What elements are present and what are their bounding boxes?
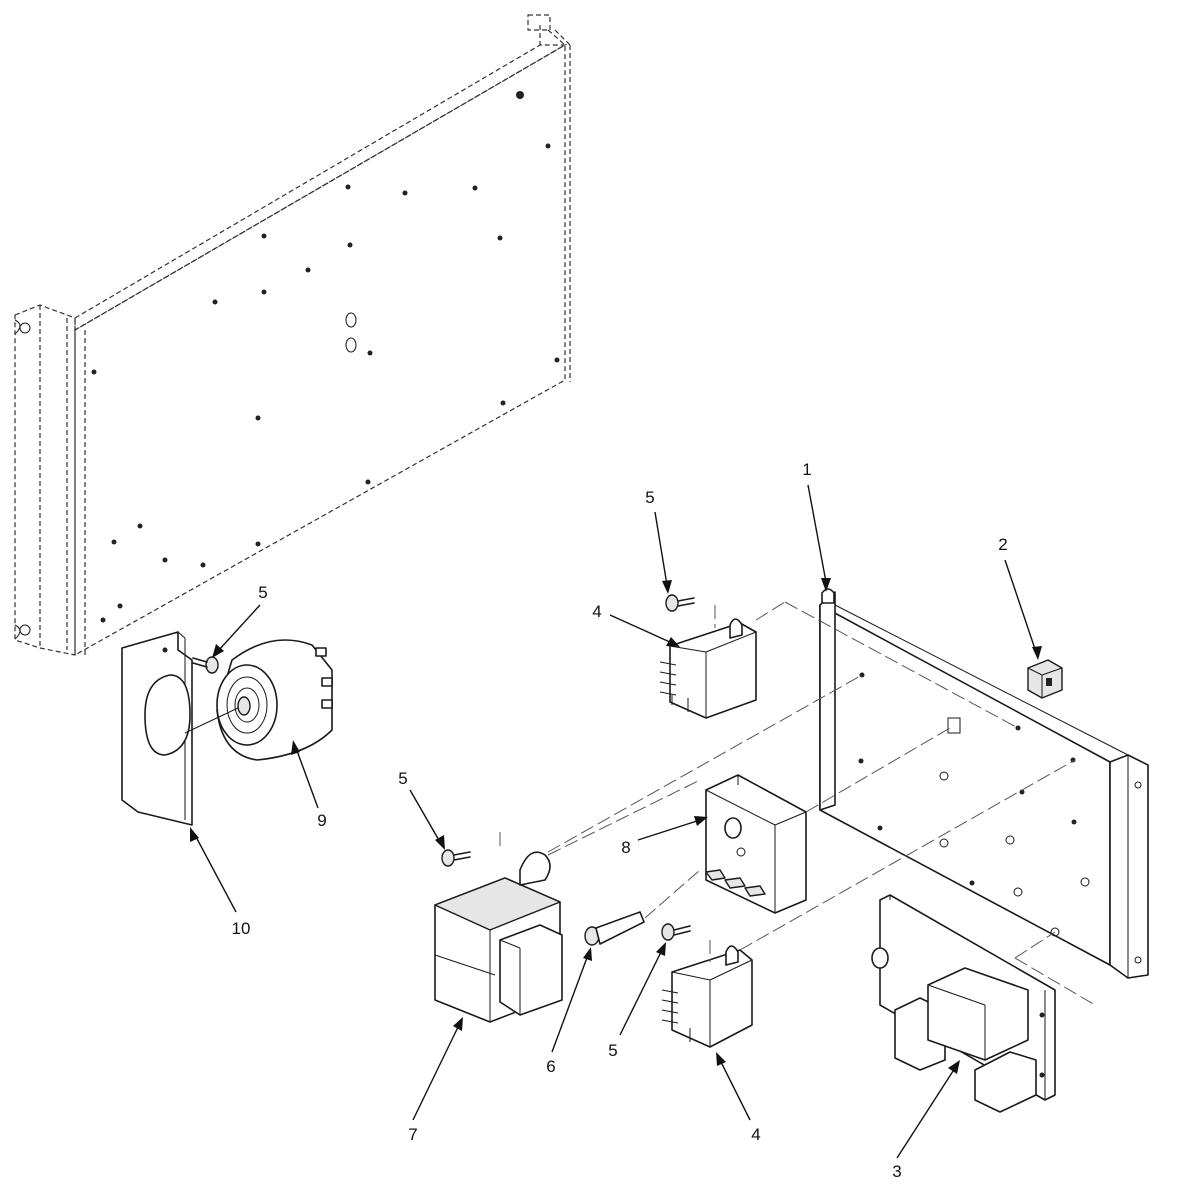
callout-10: 10 — [232, 919, 251, 938]
callout-9: 9 — [317, 811, 326, 830]
callout-5-lower: 5 — [608, 1041, 617, 1060]
control-board — [547, 674, 951, 914]
callout-2: 2 — [998, 535, 1007, 554]
screw-transformer — [441, 832, 501, 867]
terminal-clip — [1027, 659, 1063, 699]
callout-labels: 1 2 5 4 5 9 10 5 8 7 6 5 4 3 — [232, 460, 1008, 1181]
callout-7: 7 — [408, 1125, 417, 1144]
screw-switch — [192, 656, 219, 674]
screw-upper — [665, 594, 695, 612]
transformer — [434, 779, 701, 1023]
relay-lower — [661, 759, 1076, 1048]
rotary-switch — [184, 639, 333, 761]
switch-bracket — [121, 631, 193, 826]
standoff — [584, 869, 701, 946]
callout-4-upper: 4 — [592, 602, 601, 621]
callout-5-upper: 5 — [645, 488, 654, 507]
callout-arrows — [190, 484, 1042, 1159]
callout-6: 6 — [546, 1057, 555, 1076]
callout-5-transformer: 5 — [398, 769, 407, 788]
relay-upper — [659, 601, 1019, 729]
callout-1: 1 — [802, 460, 811, 479]
callout-5-switch: 5 — [258, 583, 267, 602]
screw-lower — [661, 923, 691, 941]
panel-holes — [91, 91, 560, 623]
back-panel — [14, 14, 571, 657]
callout-4-lower: 4 — [751, 1125, 760, 1144]
callout-8: 8 — [621, 838, 630, 857]
mounting-plate — [819, 588, 1149, 979]
callout-3: 3 — [892, 1162, 901, 1181]
relay-board — [871, 894, 1096, 1113]
